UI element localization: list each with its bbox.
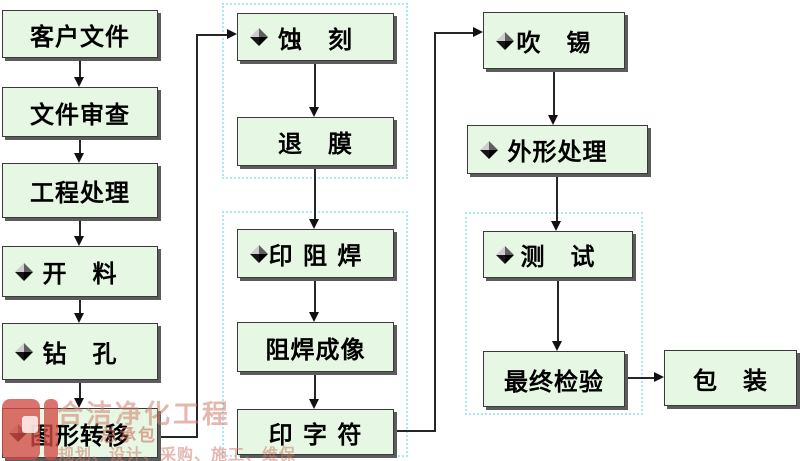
arrowhead-down [74,153,84,163]
arrow-line [79,137,81,154]
diamond-bullet-icon [496,245,514,264]
arrow-line [625,377,655,379]
arrowhead-down [74,313,84,323]
arrowhead-down [309,219,319,229]
elbow-connector-a [196,34,227,36]
node-packaging: 包 装 [664,350,797,406]
node-label: 开 料 [42,260,118,288]
arrow-line [314,166,316,220]
arrowhead-down [74,77,84,87]
arrowhead-down [74,398,84,408]
arrow-line [79,380,81,399]
node-label: 图形转移 [30,421,130,450]
node-solder-mask-imaging: 阻焊成像 [237,322,394,372]
node-legend-print: 印 字 符 [237,409,394,455]
arrowhead-down [309,399,319,409]
arrow-line [79,297,81,314]
arrowhead-right [473,27,483,37]
node-label: 包 装 [693,366,768,395]
arrow-line [553,69,555,116]
diamond-bullet-icon [15,262,33,281]
node-label: 最终检验 [504,367,604,396]
elbow-connector-a [196,34,198,438]
arrowhead-down [309,312,319,322]
elbow-connector-a [158,436,198,438]
diamond-bullet-icon [9,424,27,442]
arrowhead-down [551,221,561,231]
diamond-bullet-icon [15,342,33,361]
node-label: 文件审查 [30,100,130,129]
node-label: 印 字 符 [268,420,363,449]
node-label: 吹 锡 [516,29,592,57]
node-customer-file: 客户文件 [2,10,158,58]
arrowhead-down [309,107,319,117]
arrowhead-right [654,372,664,382]
node-engineering: 工程处理 [2,163,158,218]
arrowhead-down [74,236,84,246]
node-label: 测 试 [520,243,596,271]
diamond-bullet-icon [250,28,268,46]
arrowhead-down [548,115,558,125]
node-file-review: 文件审查 [2,87,158,137]
node-label: 蚀 刻 [278,25,353,54]
arrow-line [557,278,559,342]
diamond-bullet-icon [250,244,268,263]
node-solder-mask-print: 印 阻 焊 [237,229,394,278]
arrow-line [79,218,81,237]
node-cutting: 开 料 [2,246,158,297]
node-label: 工程处理 [30,179,130,207]
node-testing: 测 试 [483,231,633,278]
diamond-bullet-icon [496,31,514,50]
elbow-connector-b [434,32,436,432]
arrow-line [314,372,316,400]
node-profile-processing: 外形处理 [467,125,648,174]
node-label: 退 膜 [278,130,353,158]
elbow-connector-b [434,32,473,34]
arrow-line [556,174,558,222]
group-test-stage [465,212,643,415]
node-label: 钻 孔 [42,340,118,368]
node-film-stripping: 退 膜 [237,117,394,166]
node-drilling: 钻 孔 [2,323,158,380]
arrowhead-down [552,341,562,351]
arrow-line [79,58,81,78]
node-label: 客户文件 [30,22,130,51]
node-label: 阻焊成像 [265,335,366,364]
arrow-line [314,278,316,313]
node-tin-blowing: 吹 锡 [483,12,625,69]
elbow-connector-b [394,430,436,432]
node-pattern-transfer: 图形转移 [2,408,158,458]
diamond-bullet-icon [480,140,498,159]
node-label: 外形处理 [507,138,608,166]
arrow-line [314,61,316,108]
node-label: 印 阻 焊 [268,242,363,270]
arrowhead-right [227,29,237,39]
node-etching: 蚀 刻 [237,13,394,61]
node-final-inspection: 最终检验 [483,351,625,407]
